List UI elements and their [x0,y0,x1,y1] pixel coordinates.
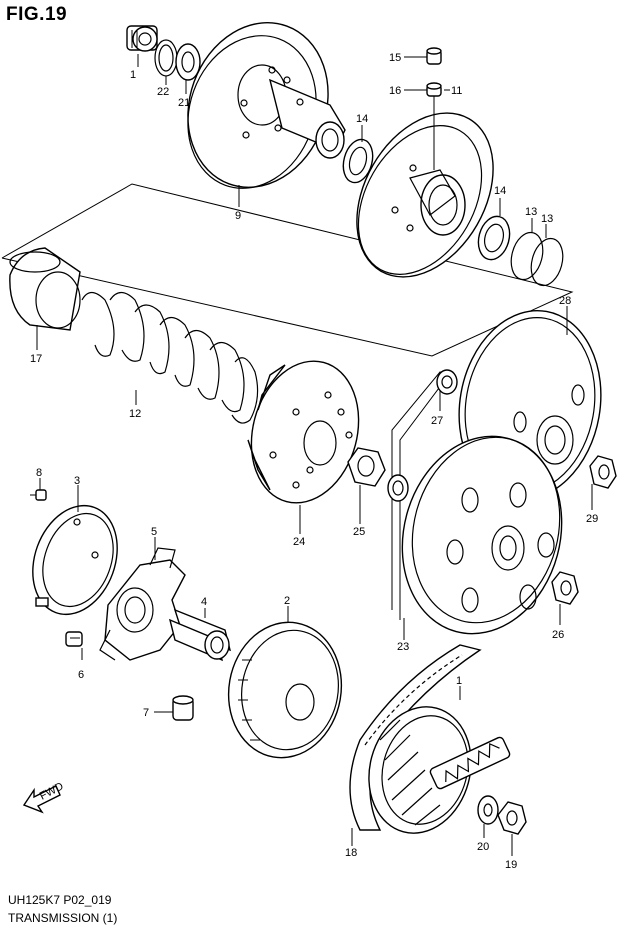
callout-11: 11 [451,85,462,97]
part-16-guide-roller [426,82,442,97]
part-4-sleeve [168,608,232,662]
callout-3: 3 [74,475,80,487]
part-24-clutch-shoe [247,360,360,504]
part-spacer-25 [387,474,409,502]
part-20-washer [477,795,499,825]
callout-18: 18 [345,847,357,859]
callout-28: 28 [559,295,571,307]
callout-15: 15 [389,52,401,64]
part-10-needle-bearing [126,25,158,52]
callout-8: 8 [36,467,42,479]
part-14-oil-seal-upper [342,138,374,184]
callout-24: 24 [293,536,305,548]
part-25-clutch-nut [347,447,386,487]
part-15-guide-pin [426,47,442,65]
model-code-caption: UH125K7 P02_019 [8,893,112,907]
callout-22: 22 [157,86,169,98]
callout-1: 1 [456,675,462,687]
leader-lines [36,54,593,856]
part-17-spring-seat [9,247,81,331]
callout-10: 1 [130,69,136,81]
part-5-ramp-plate [99,547,186,661]
part-3-ramp-plate [32,504,118,616]
callout-21: 21 [178,97,190,109]
part-26-nut [551,571,579,605]
part-21-oil-seal [175,43,201,81]
part-14-oil-seal-lower [477,215,511,261]
part-12-compression-spring [81,291,259,424]
group-outline-secondary [1,183,574,357]
part-2-movable-drive-face [227,621,343,759]
callout-6: 6 [78,669,84,681]
callout-20: 20 [477,841,489,853]
callout-7: 7 [143,707,149,719]
callout-2: 2 [284,595,290,607]
part-29-nut [589,455,617,489]
callout-29: 29 [586,513,598,525]
callout-16: 16 [389,85,401,97]
part-6-slide-piece [65,631,83,647]
part-7-bush [172,695,194,721]
part-13-o-ring-a [510,231,544,281]
part-9-fixed-face [187,22,346,189]
callout-17: 17 [30,353,42,365]
callout-23: 23 [397,641,409,653]
callout-5: 5 [151,526,157,538]
callout-14-upper: 14 [356,113,368,125]
callout-labels: 1 22 21 9 14 15 16 11 14 13 13 17 12 8 3… [30,52,598,871]
callout-27: 27 [431,415,443,427]
part-22-circlip [154,39,178,77]
part-11-movable-face [356,96,494,278]
figure-title: FIG.19 [6,4,68,25]
part-27-spacer [436,369,458,395]
callout-19: 19 [505,859,517,871]
callout-12: 12 [129,408,141,420]
part-1-fixed-drive-face [368,706,511,834]
callout-26: 26 [552,629,564,641]
callout-9: 9 [235,210,241,222]
fwd-arrow-icon: FWD [22,780,66,814]
callout-13-a: 13 [525,206,537,218]
part-23-clutch-housing-front [401,435,563,635]
part-19-nut [497,801,527,835]
callout-14-lower: 14 [494,185,506,197]
callout-4: 4 [201,596,207,608]
callout-25: 25 [353,526,365,538]
part-13-o-ring-b [530,237,564,287]
section-caption: TRANSMISSION (1) [8,911,118,925]
part-8-screw [30,489,47,501]
callout-13-b: 13 [541,213,553,225]
